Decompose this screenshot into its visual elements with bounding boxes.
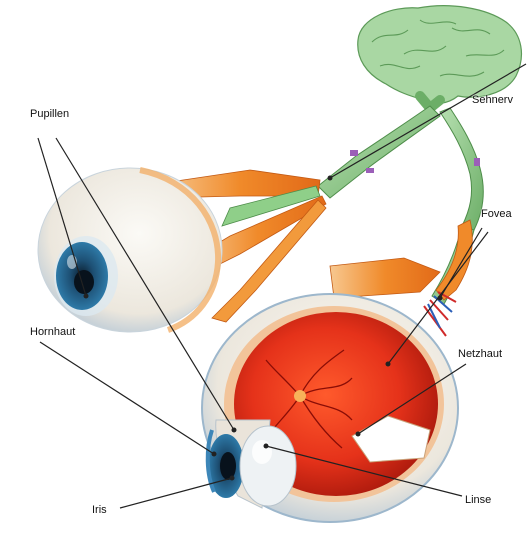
label-fovea: Fovea [481, 208, 512, 221]
eye-cross-section [202, 220, 472, 522]
label-pupillen: Pupillen [30, 108, 69, 121]
leader-line-iris [120, 478, 232, 508]
label-netzhaut: Netzhaut [458, 348, 502, 361]
label-sehnerv: Sehnerv [472, 94, 513, 107]
label-iris: Iris [92, 504, 107, 517]
label-hornhaut: Hornhaut [30, 326, 75, 339]
label-linse: Linse [465, 494, 491, 507]
brain-drawing [358, 6, 522, 104]
leader-line-hornhaut [40, 342, 214, 454]
